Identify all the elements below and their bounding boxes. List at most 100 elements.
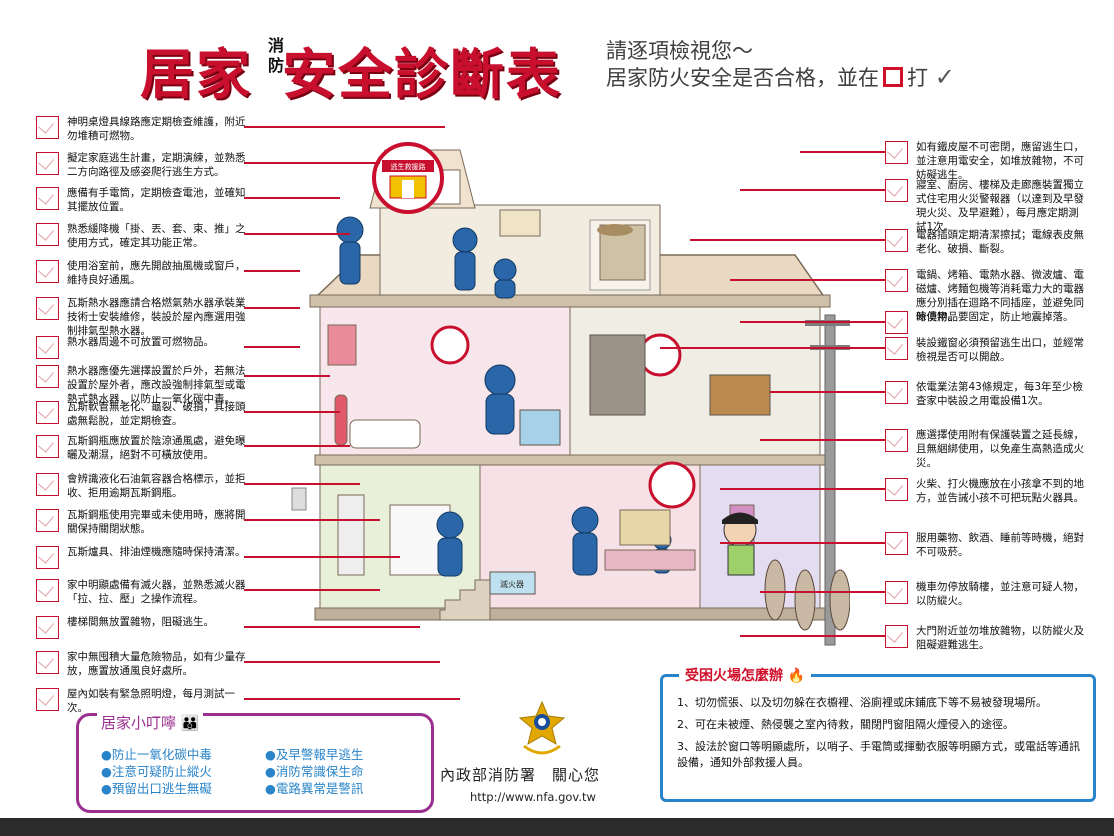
checklist-item-text: 熱水器應優先選擇設置於戶外，若無法設置於屋外者，應改設強制排氣型或電熱式熱水器，… <box>67 365 246 405</box>
escape-sign-text: 逃生救援路 <box>391 162 426 171</box>
leader-line <box>730 279 885 281</box>
leader-line <box>760 591 885 593</box>
checkbox[interactable] <box>36 546 59 569</box>
left-checklist-item: 應備有手電筒，定期檢查電池，並確知其擺放位置。 <box>36 186 252 214</box>
left-checklist-item: 瓦斯鋼瓶使用完畢或未使用時，應將開關保持關閉狀態。 <box>36 508 252 536</box>
leader-line <box>244 626 420 628</box>
checkbox[interactable] <box>36 473 59 496</box>
page-title: 居家安全診斷表 <box>140 30 562 109</box>
checkbox[interactable] <box>36 579 59 602</box>
arsonist-figure <box>722 512 758 576</box>
checklist-item-text: 熱水器周邊不可放置可燃物品。 <box>67 336 214 348</box>
leader-line <box>244 162 380 164</box>
checklist-item-text: 瓦斯鋼瓶應放置於陰涼通風處，避免曝曬及潮濕，絕對不可橫放使用。 <box>67 435 246 461</box>
nfa-emblem-icon <box>518 700 566 755</box>
left-checklist-item: 屋內如裝有緊急照明燈，每月測試一次。 <box>36 687 252 715</box>
trapped-in-fire-box: 受困火場怎麼辦 🔥 1、切勿慌張、以及切勿躲在衣櫥裡、浴廁裡或床鋪底下等不易被發… <box>660 665 1096 802</box>
checklist-item-text: 家中明顯處備有滅火器，並熟悉滅火器「拉、拉、壓」之操作流程。 <box>67 579 246 605</box>
leader-line <box>244 589 380 591</box>
home-tip-item: ●及早警報早逃生 <box>265 747 364 762</box>
leader-line <box>690 239 885 241</box>
leader-line <box>244 126 445 128</box>
home-tips-title: 居家小叮嚀 👪 <box>97 712 204 733</box>
leader-line <box>740 635 885 637</box>
checkmark-icon: ✓ <box>934 63 955 91</box>
title-part-1: 居家 <box>140 42 252 106</box>
checkbox[interactable] <box>36 651 59 674</box>
checklist-item-text: 瓦斯熱水器應請合格燃氣熱水器承裝業技術士安裝維修，裝設於屋內應選用強制排氣型熱水… <box>67 297 246 337</box>
leader-line <box>244 445 350 447</box>
checkbox[interactable] <box>36 401 59 424</box>
leader-line <box>800 151 885 153</box>
checkbox[interactable] <box>885 179 908 202</box>
checklist-item-text: 傢俱物品要固定，防止地震掉落。 <box>916 311 1074 323</box>
checkbox[interactable] <box>885 478 908 501</box>
right-checklist-item: 應選擇使用附有保護裝置之延長線，且無綑綁使用，以免產生高熱造成火災。 <box>885 428 1084 470</box>
right-checklist-item: 如有鐵皮屋不可密閉，應留逃生口，並注意用電安全，如堆放雜物，不可妨礙逃生。 <box>885 140 1084 182</box>
checkbox[interactable] <box>36 336 59 359</box>
checkbox[interactable] <box>36 223 59 246</box>
checkbox[interactable] <box>885 337 908 360</box>
right-checklist-item: 電器插頭定期清潔擦拭；電線表皮無老化、破損、斷裂。 <box>885 228 1084 256</box>
leader-line <box>244 375 330 377</box>
leader-line <box>770 391 885 393</box>
checklist-item-text: 瓦斯軟管無老化、龜裂、破損，其接頭處無鬆脫，並定期檢查。 <box>67 401 246 427</box>
leader-line <box>244 661 440 663</box>
website-link[interactable]: http://www.nfa.gov.tw <box>470 790 596 804</box>
right-checklist-item: 機車勿停放騎樓，並注意可疑人物，以防縱火。 <box>885 580 1084 608</box>
checklist-item-text: 大門附近並勿堆放雜物，以防縱火及阻礙避難逃生。 <box>916 625 1084 651</box>
checkbox[interactable] <box>36 116 59 139</box>
checkbox[interactable] <box>36 187 59 210</box>
organization-name: 內政部消防署 關心您 <box>440 766 601 784</box>
checkbox[interactable] <box>36 616 59 639</box>
house-illustration: 逃生救援路 <box>291 142 850 646</box>
checkbox[interactable] <box>885 381 908 404</box>
left-checklist-item: 會辨識液化石油氣容器合格標示，並拒收、拒用逾期瓦斯鋼瓶。 <box>36 472 252 500</box>
checkbox[interactable] <box>36 297 59 320</box>
checkbox[interactable] <box>36 260 59 283</box>
home-tip-item: ●預留出口逃生無礙 <box>101 781 212 796</box>
leader-line <box>244 307 300 309</box>
checkbox[interactable] <box>36 688 59 711</box>
leader-line <box>244 411 340 413</box>
checklist-item-text: 裝設鐵窗必須預留逃生出口，並經常檢視是否可以開啟。 <box>916 337 1084 363</box>
checklist-item-text: 擬定家庭逃生計畫，定期演練，並熟悉二方向路徑及感姿爬行逃生方式。 <box>67 152 246 178</box>
checkbox[interactable] <box>885 269 908 292</box>
checkbox[interactable] <box>885 625 908 648</box>
home-tip-item: ●注意可疑防止縱火 <box>101 764 212 779</box>
checkbox-sample-icon <box>883 67 903 87</box>
family-icon: 👪 <box>180 714 200 732</box>
checklist-item-text: 使用浴室前，應先開啟抽風機或窗戶，維持良好通風。 <box>67 260 246 286</box>
checklist-item-text: 熟悉緩降機「掛、丟、套、束、推」之使用方式，確定其功能正常。 <box>67 223 246 249</box>
left-checklist-item: 樓梯間無放置雜物，阻礙逃生。 <box>36 615 252 639</box>
checklist-item-text: 依電業法第43條規定，每3年至少檢查家中裝設之用電設備1次。 <box>916 381 1084 407</box>
fire-extinguisher-label: 滅火器 <box>500 579 524 589</box>
checkbox[interactable] <box>885 141 908 164</box>
checkbox[interactable] <box>36 365 59 388</box>
checkbox[interactable] <box>885 429 908 452</box>
right-checklist-item: 傢俱物品要固定，防止地震掉落。 <box>885 310 1084 334</box>
left-checklist-item: 瓦斯爐具、排油煙機應隨時保持清潔。 <box>36 545 252 569</box>
checkbox[interactable] <box>885 311 908 334</box>
checkbox[interactable] <box>885 581 908 604</box>
checkbox[interactable] <box>885 229 908 252</box>
trapped-in-fire-item: 1、切勿慌張、以及切勿躲在衣櫥裡、浴廁裡或床鋪底下等不易被發現場所。 <box>677 696 1047 709</box>
checklist-item-text: 電器插頭定期清潔擦拭；電線表皮無老化、破損、斷裂。 <box>916 229 1084 255</box>
checklist-item-text: 會辨識液化石油氣容器合格標示，並拒收、拒用逾期瓦斯鋼瓶。 <box>67 473 246 499</box>
checkbox[interactable] <box>885 532 908 555</box>
leader-line <box>660 347 885 349</box>
leader-line <box>244 483 360 485</box>
checklist-item-text: 應選擇使用附有保護裝置之延長線，且無綑綁使用，以免產生高熱造成火災。 <box>916 429 1084 469</box>
checkbox[interactable] <box>36 435 59 458</box>
checklist-item-text: 樓梯間無放置雜物，阻礙逃生。 <box>67 616 214 628</box>
home-tips-column-2: ●及早警報早逃生●消防常識保生命●電路異常是警訊 <box>265 746 363 797</box>
leader-line <box>740 189 885 191</box>
leader-line <box>760 439 885 441</box>
checkbox[interactable] <box>36 509 59 532</box>
left-checklist-item: 瓦斯熱水器應請合格燃氣熱水器承裝業技術士安裝維修，裝設於屋內應選用強制排氣型熱水… <box>36 296 252 338</box>
checkbox[interactable] <box>36 152 59 175</box>
checklist-item-text: 機車勿停放騎樓，並注意可疑人物，以防縱火。 <box>916 581 1084 607</box>
leader-line <box>244 346 300 348</box>
right-checklist-item: 裝設鐵窗必須預留逃生出口，並經常檢視是否可以開啟。 <box>885 336 1084 364</box>
escape-sign-icon: 逃生救援路 <box>372 142 444 214</box>
